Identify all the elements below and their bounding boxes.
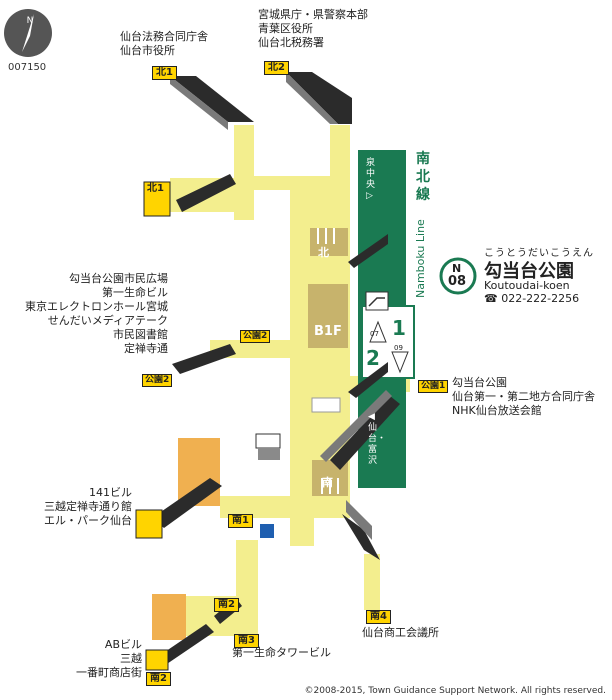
north-gate-area — [310, 228, 348, 256]
stair-kouen1 — [330, 396, 400, 470]
exit-s3-destinations: 第一生命タワービル — [232, 646, 331, 659]
platform-1-label: 1 — [392, 316, 406, 340]
next-station-south: 09 — [394, 344, 403, 352]
copyright: ©2008-2015, Town Guidance Support Networ… — [304, 686, 607, 696]
exit-s2-destinations: ABビル 三越 一番町商店街 — [76, 638, 142, 679]
exit-kouen1-destinations: 勾当台公園 仙台第一・第二地方合同庁舎 NHK仙台放送会館 — [452, 376, 595, 417]
elevator-s2-box — [145, 649, 169, 671]
exit-n1-destinations: 仙台法務合同庁舎 仙台市役所 — [120, 30, 208, 57]
platform-stair-box — [365, 291, 389, 311]
stair-s1 — [152, 478, 222, 528]
arrow-north — [369, 320, 387, 343]
compass-icon: N — [4, 9, 52, 57]
south-gate-label: 南 — [322, 476, 333, 489]
building-ab — [152, 594, 186, 640]
exit-tag-n1-elevator: 北1 — [147, 183, 164, 194]
line-name-en: Namboku Line — [414, 219, 427, 298]
exit-kouen2-destinations: 勾当台公園市民広場 第一生命ビル 東京エレクトロンホール宮城 せんだいメディアテ… — [25, 272, 168, 355]
arrow-south — [391, 351, 409, 374]
exit-n2-destinations: 宮城県庁・県警察本部 青葉区役所 仙台北税務署 — [258, 8, 368, 49]
exit-tag-kouen2-lower: 公園2 — [142, 374, 173, 387]
exit-tag-s3: 南3 — [234, 634, 259, 648]
badge-line: N — [452, 262, 462, 275]
restroom-icon — [311, 397, 341, 413]
line-name-jp: 南北線 — [416, 151, 430, 203]
north-concourse — [308, 284, 348, 348]
station-number-badge — [439, 257, 477, 295]
station-tel-number: 022-222-2256 — [501, 292, 580, 305]
exit-tag-s1: 南1 — [228, 514, 253, 528]
exit-tag-n1: 北1 — [152, 66, 177, 80]
station-kana: こうとうだいこうえん — [484, 248, 594, 259]
atm-icon — [255, 433, 281, 449]
map-id: 007150 — [8, 62, 47, 73]
escalator-icon — [368, 297, 385, 307]
stair-kouen2 — [172, 344, 236, 374]
elevator-s1-box — [135, 509, 163, 539]
phone-icon: ☎ — [484, 292, 498, 305]
svg-text:N: N — [27, 16, 34, 26]
exit-s4-destinations: 仙台商工会議所 — [362, 626, 439, 639]
wheelchair-icon — [260, 524, 274, 538]
exit-tag-kouen2: 公園2 — [240, 330, 271, 343]
badge-number: 08 — [448, 274, 467, 289]
stairs — [150, 72, 400, 670]
north-gate-bars — [317, 228, 335, 244]
platform-2-label: 2 — [366, 346, 380, 370]
station-tel: ☎ 022-222-2256 — [484, 292, 579, 305]
exit-tag-kouen1: 公園1 — [418, 380, 449, 393]
stair-n1-top — [170, 76, 254, 122]
south-gate-bars — [321, 478, 339, 494]
stair-n2-top — [286, 72, 352, 124]
exit-s1-destinations: 141ビル 三越定禅寺通り館 エル・パーク仙台 — [44, 486, 132, 527]
exit-tag-s2: 南2 — [146, 672, 171, 686]
ticket-machine-area — [258, 448, 280, 460]
direction-north: 泉中央▷ — [366, 158, 376, 201]
station-name: 勾当台公園 — [484, 261, 574, 282]
station-romaji: Koutoudai-koen — [484, 279, 570, 292]
exit-tag-s2-right: 南2 — [214, 598, 239, 612]
stair-s4 — [342, 514, 380, 560]
next-station-north: 07 — [370, 330, 379, 338]
stair-platform-upper — [348, 234, 388, 268]
direction-south: ◀仙台・富沢 — [368, 412, 387, 466]
floor-label: B1F — [314, 324, 342, 339]
stair-platform-lower — [348, 362, 388, 398]
exit-tag-n2: 北2 — [264, 61, 289, 75]
exit-tag-s4: 南4 — [366, 610, 391, 624]
elevator-n1-box — [143, 181, 171, 217]
north-gate-label: 北 — [318, 246, 329, 259]
stair-n1-lower — [176, 174, 236, 212]
